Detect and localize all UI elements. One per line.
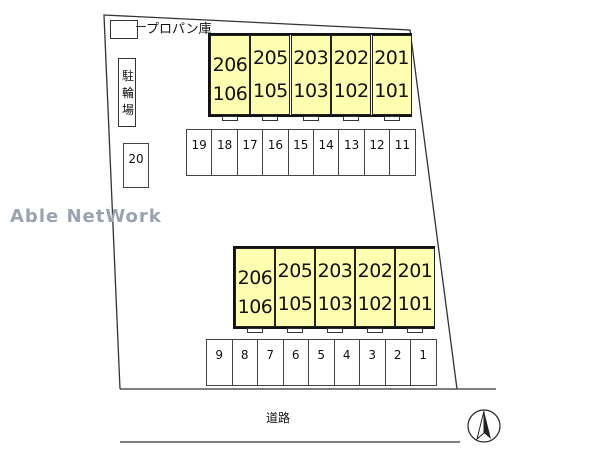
unit-number-upper: 201 — [374, 47, 409, 69]
parking-stall-number: 7 — [266, 348, 275, 362]
unit-number-lower: 105 — [253, 80, 288, 102]
unit-number-upper: 203 — [293, 47, 329, 69]
utility-meter — [383, 116, 400, 121]
parking-stall-11: 11 — [389, 129, 416, 176]
parking-stall-number: 9 — [215, 348, 224, 362]
parking-stall-number: 18 — [216, 138, 233, 152]
unit-203-103: 203 103 — [315, 248, 355, 327]
utility-meter — [287, 328, 303, 333]
road-label: 道路 — [266, 411, 291, 425]
parking-stall-number: 8 — [240, 348, 249, 362]
parking-stall-number: 5 — [317, 348, 326, 362]
unit-201-101: 201 101 — [395, 248, 435, 327]
parking-stall-number: 12 — [369, 138, 385, 152]
propane-storage — [110, 20, 138, 39]
utility-meter — [343, 116, 360, 121]
utility-meter — [222, 116, 238, 121]
parking-stall-number: 13 — [343, 138, 360, 152]
parking-stall-number: 19 — [191, 138, 207, 152]
unit-number-upper: 201 — [397, 260, 433, 282]
north-arrow-icon — [467, 409, 501, 443]
unit-number-lower: 102 — [357, 293, 393, 315]
propane-label: プロパン庫 — [146, 22, 212, 37]
parking-stall-number: 2 — [393, 348, 402, 362]
parking-stall-9: 9 — [206, 339, 233, 386]
unit-205-105: 205 105 — [250, 35, 291, 115]
parking-stall-8: 8 — [231, 339, 258, 386]
unit-202-102: 202 102 — [355, 248, 395, 327]
parking-stall-number: 6 — [291, 348, 300, 362]
parking-stall-number: 16 — [267, 138, 284, 152]
parking-stall-1: 1 — [410, 339, 437, 386]
utility-meter — [302, 116, 319, 121]
parking-stall-14: 14 — [313, 129, 340, 176]
parking-stall-6: 6 — [282, 339, 309, 386]
parking-stall-4: 4 — [333, 339, 360, 386]
unit-number-lower: 103 — [317, 293, 353, 315]
parking-stall-20: 20 — [123, 143, 149, 188]
unit-201-101: 201 101 — [371, 35, 412, 115]
unit-number-upper: 205 — [253, 47, 288, 69]
parking-stall-5: 5 — [308, 339, 335, 386]
unit-number-lower: 101 — [374, 80, 409, 102]
utility-meter — [407, 328, 423, 333]
unit-203-103: 203 103 — [290, 35, 331, 115]
parking-stall-number: 20 — [128, 152, 144, 166]
unit-number-upper: 206 — [212, 54, 248, 76]
utility-meter — [262, 116, 279, 121]
parking-stall-12: 12 — [363, 129, 391, 176]
watermark: Able NetWork — [10, 206, 162, 227]
parking-stall-number: 17 — [242, 138, 258, 152]
unit-number-upper: 203 — [317, 260, 353, 282]
parking-stall-3: 3 — [359, 339, 386, 386]
bicycle-parking-label: 駐輪場 — [121, 69, 134, 117]
parking-stall-number: 14 — [318, 138, 334, 152]
utility-meter — [247, 328, 263, 333]
unit-number-lower: 106 — [212, 83, 248, 105]
unit-number-lower: 105 — [277, 293, 313, 315]
parking-stall-19: 19 — [186, 129, 213, 176]
utility-meter — [327, 328, 343, 333]
propane-leader-line — [136, 26, 146, 27]
parking-stall-15: 15 — [287, 129, 314, 176]
unit-number-upper: 202 — [333, 47, 369, 69]
parking-stall-16: 16 — [262, 129, 289, 176]
unit-number-upper: 205 — [277, 260, 313, 282]
parking-stall-number: 15 — [293, 138, 309, 152]
unit-number-lower: 103 — [293, 80, 329, 102]
unit-number-lower: 102 — [333, 80, 369, 102]
parking-stall-number: 4 — [342, 348, 351, 362]
bicycle-parking: 駐輪場 — [118, 58, 136, 127]
parking-stall-17: 17 — [236, 129, 264, 176]
unit-number-lower: 106 — [237, 296, 273, 318]
parking-stall-2: 2 — [384, 339, 411, 386]
unit-number-lower: 101 — [397, 293, 433, 315]
parking-stall-number: 3 — [368, 348, 377, 362]
unit-number-upper: 202 — [357, 260, 393, 282]
parking-stall-18: 18 — [211, 129, 238, 176]
parking-stall-number: 11 — [394, 138, 411, 152]
unit-205-105: 205 105 — [275, 248, 315, 327]
parking-stall-7: 7 — [257, 339, 284, 386]
unit-number-upper: 206 — [237, 267, 273, 289]
parking-stall-13: 13 — [338, 129, 365, 176]
unit-202-102: 202 102 — [331, 35, 372, 115]
utility-meter — [367, 328, 383, 333]
parking-stall-number: 1 — [419, 348, 428, 362]
